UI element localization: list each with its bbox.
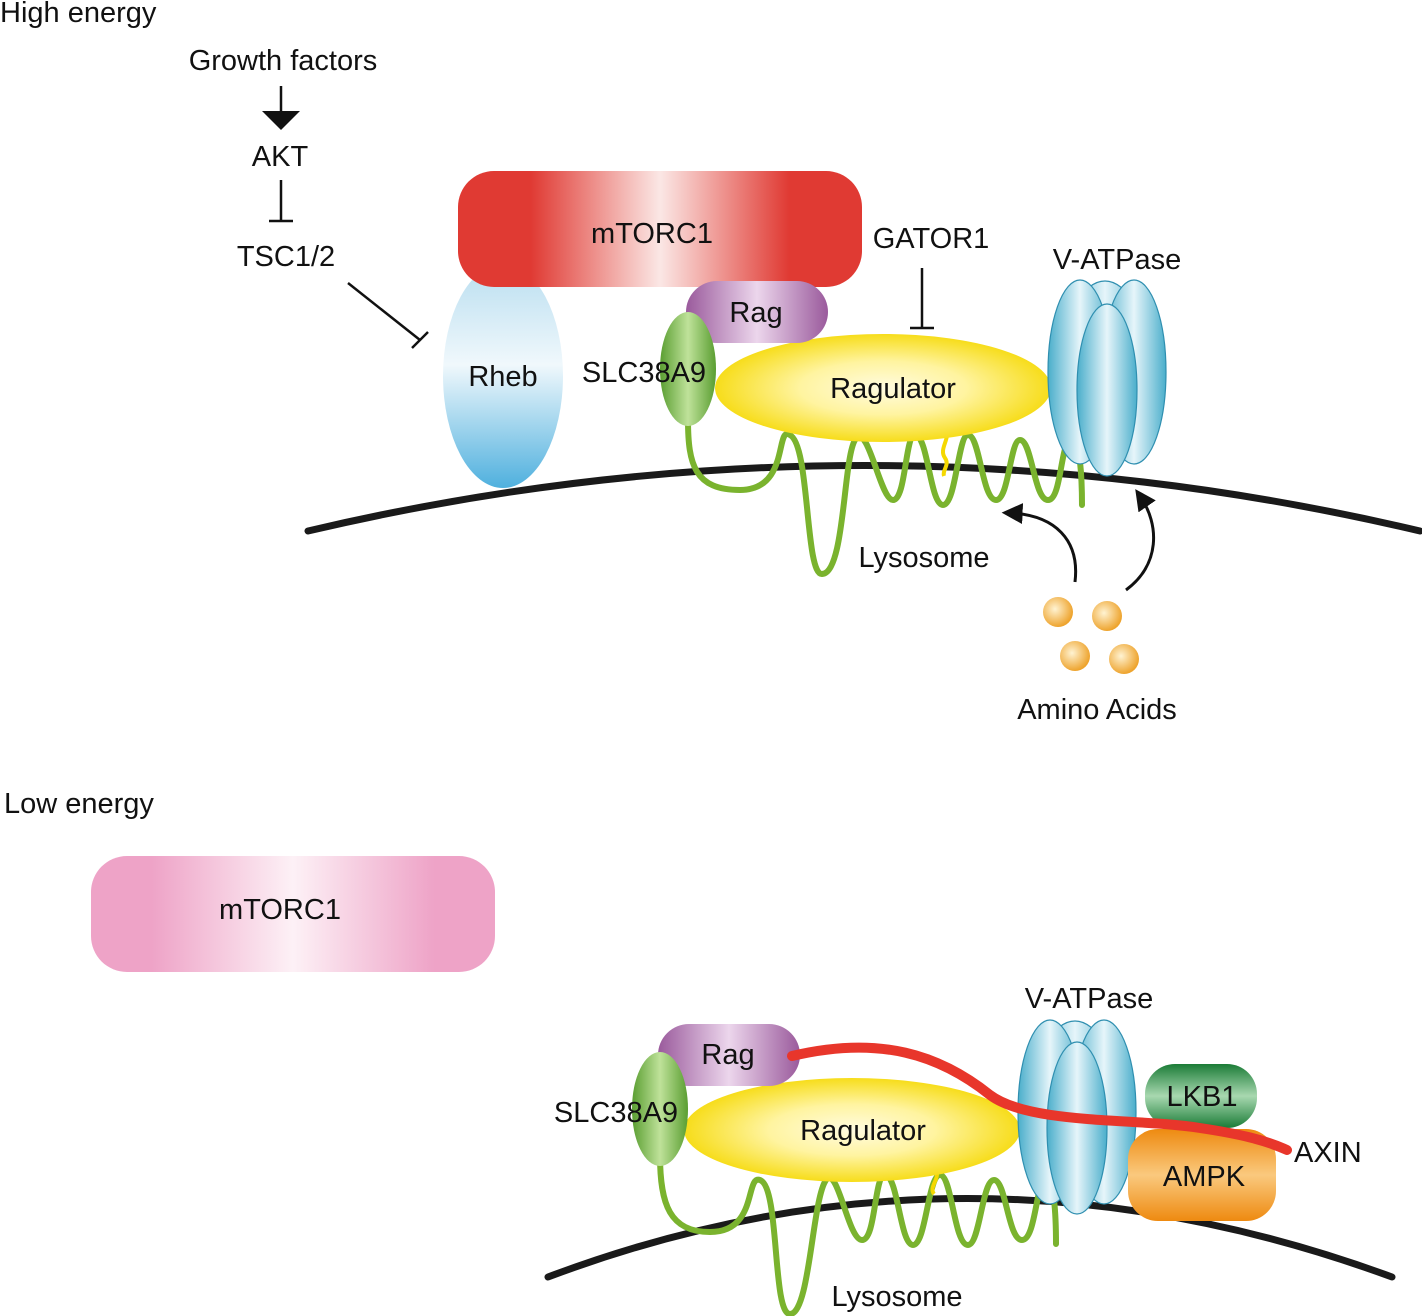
slc38a9-label: SLC38A9 (582, 357, 706, 389)
amino-acid-particle (1060, 641, 1090, 671)
rag-gtpase-low (658, 1024, 800, 1086)
amino-acid-particle (1109, 644, 1139, 674)
amino-acid-particle (1092, 601, 1122, 631)
high-energy-label: High energy (0, 0, 157, 29)
ragulator-label: Ragulator (830, 373, 956, 405)
slc38a9-protein-low (632, 1052, 688, 1166)
lysosome-label-low: Lysosome (831, 1281, 962, 1313)
lkb1-label: LKB1 (1167, 1081, 1238, 1113)
slc38a9-label-low: SLC38A9 (554, 1097, 678, 1129)
lysosome-membrane (304, 462, 1422, 535)
lysosome-membrane-low (544, 1195, 1396, 1281)
mtorc1-active-complex (458, 171, 862, 287)
rag-label-low: Rag (701, 1039, 754, 1071)
rheb-label: Rheb (468, 361, 537, 393)
amino-acids-to-v-atpase-arrow (1125, 489, 1156, 592)
high-energy-panel: High energy Growth factors AKT TSC1/2 Rh… (0, 0, 1422, 726)
v-atpase-complex (1047, 279, 1167, 477)
ragulator-label-low: Ragulator (800, 1115, 926, 1147)
v-atpase-label-low: V-ATPase (1025, 983, 1153, 1015)
axin-scaffold (787, 1042, 1292, 1155)
growth-factors-label: Growth factors (189, 45, 378, 77)
tsc-label: TSC1/2 (237, 241, 335, 273)
mtorc1-active-label: mTORC1 (591, 218, 713, 250)
rag-gtpase (686, 281, 828, 343)
axin-label: AXIN (1294, 1137, 1362, 1169)
akt-label: AKT (252, 141, 309, 173)
ragulator-complex (715, 334, 1051, 442)
lysosome-label: Lysosome (858, 542, 989, 574)
gator1-label: GATOR1 (873, 223, 990, 255)
lkb1-kinase (1145, 1064, 1257, 1128)
tsc-inhibits-rheb-bar (411, 331, 429, 349)
v-atpase-label: V-ATPase (1053, 244, 1181, 276)
low-energy-label: Low energy (4, 788, 154, 820)
rheb-protein (443, 264, 563, 488)
tsc-inhibits-rheb-line (347, 282, 421, 341)
amino-acids-to-ragulator-arrow (1001, 503, 1078, 583)
amino-acid-particle (1043, 597, 1073, 627)
v-atpase-complex-low (1017, 1019, 1137, 1215)
mtorc1-inactive-label: mTORC1 (219, 894, 341, 926)
rag-label: Rag (729, 297, 782, 329)
ampk-label: AMPK (1163, 1161, 1246, 1193)
amino-acid-particles (1043, 597, 1139, 674)
mtorc1-inactive-complex (91, 856, 495, 972)
growth-factors-arrowhead (262, 111, 300, 130)
ampk-kinase (1128, 1129, 1276, 1221)
ragulator-complex-low (684, 1078, 1020, 1182)
amino-acids-label: Amino Acids (1017, 694, 1177, 726)
low-energy-panel: Low energy mTORC1 Ragulator Rag SLC38A9 … (4, 788, 1396, 1316)
slc38a9-protein (660, 312, 716, 426)
